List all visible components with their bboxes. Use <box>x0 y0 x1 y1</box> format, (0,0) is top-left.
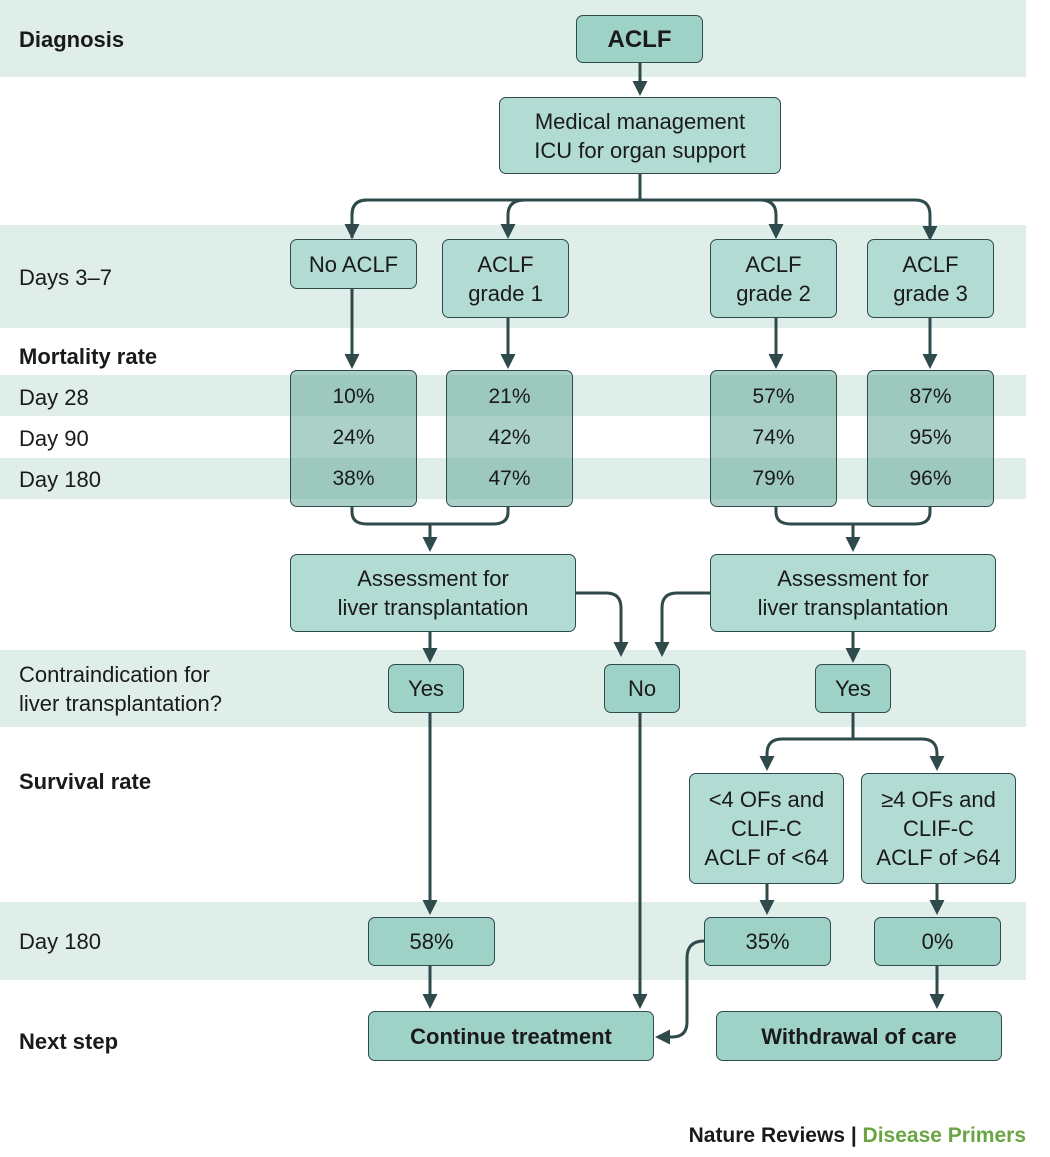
row-label-days: Days 3–7 <box>19 265 112 290</box>
band-survival-day180 <box>0 902 1026 980</box>
mortality-no-aclf-day180: 38% <box>332 467 375 490</box>
row-label-day180: Day 180 <box>19 467 101 492</box>
row-label-survival: Survival rate <box>19 769 152 794</box>
mortality-grade3-day28: 87% <box>909 385 952 408</box>
node-survival-35: 35% <box>704 917 831 966</box>
join-right <box>774 507 932 526</box>
row-label-survival-day180: Day 180 <box>19 929 101 954</box>
arrow-assess-left-to-no <box>576 591 629 657</box>
arrow-to-grade2 <box>759 198 784 239</box>
journal-credit: Nature Reviews | Disease Primers <box>689 1124 1026 1148</box>
arrow-35-to-continue <box>655 939 705 1045</box>
arrow-to-no-aclf <box>344 198 368 239</box>
line-branch-bar <box>350 198 938 241</box>
node-survival-0: 0% <box>874 917 1001 966</box>
node-aclf-grade-2: ACLF grade 2 <box>710 239 837 318</box>
mortality-grade1-day180: 47% <box>488 467 531 490</box>
band-diagnosis <box>0 0 1026 77</box>
mortality-grade2-day180: 79% <box>752 467 795 490</box>
row-label-diagnosis: Diagnosis <box>19 27 125 52</box>
row-label-day90: Day 90 <box>19 426 89 451</box>
mortality-grade1-day28: 21% <box>488 385 531 408</box>
mortality-no-aclf-day90: 24% <box>332 426 375 449</box>
node-withdrawal-of-care: Withdrawal of care <box>716 1011 1002 1061</box>
node-survival-58: 58% <box>368 917 495 966</box>
row-label-mortality: Mortality rate <box>19 344 158 369</box>
node-aclf: ACLF <box>576 15 703 63</box>
mortality-box-no-aclf <box>290 370 417 507</box>
mortality-box-grade-1 <box>446 370 573 507</box>
node-aclf-grade-3: ACLF grade 3 <box>867 239 994 318</box>
arrow-branch-to-lt4 <box>759 737 853 771</box>
row-label-contraindication: Contraindication for liver transplantati… <box>19 662 223 716</box>
mortality-box-grade-3 <box>867 370 994 507</box>
node-continue-treatment: Continue treatment <box>368 1011 654 1061</box>
mortality-grade2-day90: 74% <box>752 426 795 449</box>
node-yes-left: Yes <box>388 664 464 713</box>
row-label-day28: Day 28 <box>19 385 89 410</box>
mortality-grade1-day90: 42% <box>488 426 531 449</box>
mortality-no-aclf-day28: 10% <box>332 385 375 408</box>
node-no: No <box>604 664 680 713</box>
node-assessment-left: Assessment for liver transplantation <box>290 554 576 632</box>
join-left <box>350 507 510 526</box>
journal-name: Nature Reviews <box>688 1124 845 1147</box>
arrow-to-grade1 <box>500 198 526 239</box>
node-ge4-ofs: ≥4 OFs and CLIF-C ACLF of >64 <box>861 773 1016 884</box>
arrow-assess-right-to-no <box>654 591 710 657</box>
mortality-grade2-day28: 57% <box>752 385 795 408</box>
node-assessment-right: Assessment for liver transplantation <box>710 554 996 632</box>
node-medical-management: Medical management ICU for organ support <box>499 97 781 174</box>
mortality-grade3-day90: 95% <box>909 426 952 449</box>
arrow-branch-to-ge4 <box>853 737 945 771</box>
journal-series: Disease Primers <box>862 1124 1026 1147</box>
node-yes-right: Yes <box>815 664 891 713</box>
mortality-box-grade-2 <box>710 370 837 507</box>
node-no-aclf: No ACLF <box>290 239 417 289</box>
node-lt4-ofs: <4 OFs and CLIF-C ACLF of <64 <box>689 773 844 884</box>
journal-separator: | <box>845 1124 863 1147</box>
mortality-grade3-day180: 96% <box>909 467 952 490</box>
node-aclf-grade-1: ACLF grade 1 <box>442 239 569 318</box>
row-label-next-step: Next step <box>19 1029 119 1054</box>
